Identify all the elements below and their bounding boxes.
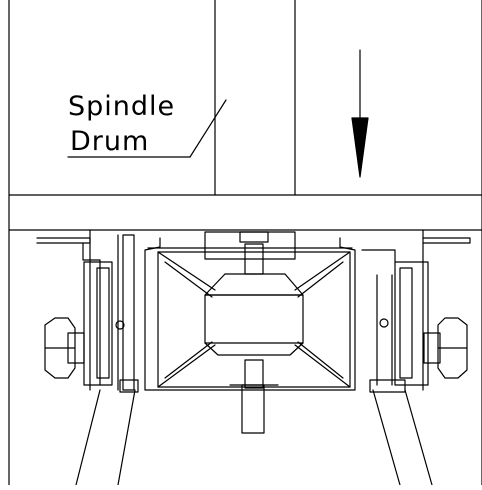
callout-label-line2: Drum	[70, 126, 150, 157]
callout-label-line1: Spindle	[68, 91, 176, 122]
spindle-housing	[145, 232, 355, 433]
bracket-right	[362, 230, 470, 390]
knob-right	[380, 318, 467, 378]
down-arrow-icon	[352, 50, 368, 177]
knob-left	[45, 318, 124, 378]
callout-leader	[68, 100, 226, 157]
drum-panel	[9, 0, 482, 485]
bracket-left	[37, 230, 134, 390]
support-legs	[76, 380, 432, 485]
